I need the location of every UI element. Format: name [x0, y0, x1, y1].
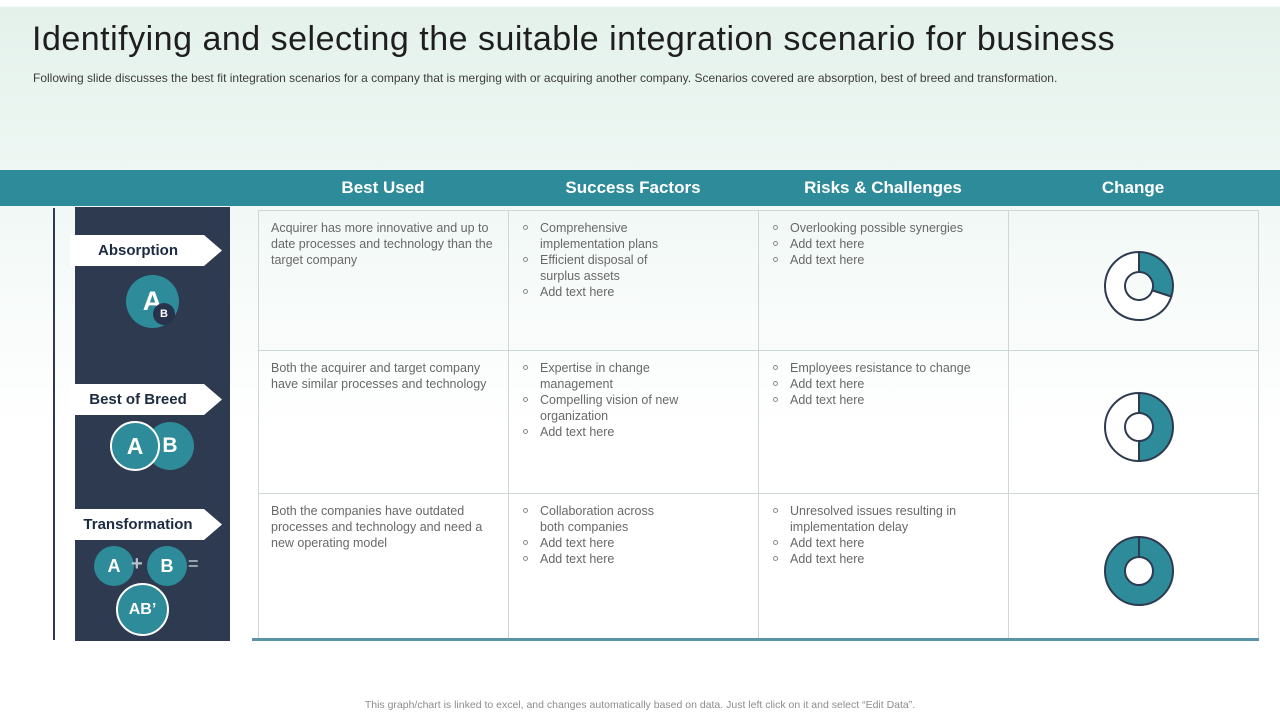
scenario-label-text: Absorption — [98, 242, 178, 259]
cell-success-factors-best-of-breed: Expertise in change management Compellin… — [509, 351, 759, 494]
bullet-item: Add text here — [771, 535, 996, 551]
bullet-item: Add text here — [771, 392, 996, 408]
bullet-item: Overlooking possible synergies — [771, 220, 996, 236]
transformation-circle-b: B — [147, 546, 187, 586]
bullet-circle-icon — [523, 556, 528, 561]
scenario-label-text: Best of Breed — [89, 391, 187, 408]
bullet-circle-icon — [773, 540, 778, 545]
bullet-circle-icon — [523, 397, 528, 402]
left-accent-line — [53, 208, 55, 640]
cell-risks-challenges-best-of-breed: Employees resistance to change Add text … — [759, 351, 1009, 494]
scenario-label-best-of-breed: Best of Breed — [70, 384, 222, 415]
change-donut-chart-transformation[interactable] — [1009, 494, 1259, 639]
bullet-item: Efficient disposal of surplus assets — [521, 252, 746, 284]
bullet-item: Unresolved issues resulting in implement… — [771, 503, 996, 535]
bullet-circle-icon — [773, 257, 778, 262]
bullet-circle-icon — [773, 556, 778, 561]
transformation-circle-ab: AB’ — [116, 583, 169, 636]
bullet-circle-icon — [773, 365, 778, 370]
plus-operator: + — [131, 553, 143, 575]
bullet-circle-icon — [773, 225, 778, 230]
bullet-item: Comprehensive implementation plans — [521, 220, 746, 252]
bullet-item: Add text here — [771, 376, 996, 392]
change-donut-chart-best-of-breed[interactable] — [1009, 351, 1259, 494]
cell-best-used-absorption: Acquirer has more innovative and up to d… — [259, 211, 509, 351]
cell-success-factors-transformation: Collaboration across both companies Add … — [509, 494, 759, 639]
scenario-label-transformation: Transformation — [70, 509, 222, 540]
bullet-item: Compelling vision of new organization — [521, 392, 746, 424]
bullet-circle-icon — [523, 508, 528, 513]
bullet-item: Employees resistance to change — [771, 360, 996, 376]
bullet-circle-icon — [523, 289, 528, 294]
bullet-item: Collaboration across both companies — [521, 503, 746, 535]
footer-note: This graph/chart is linked to excel, and… — [364, 699, 916, 711]
cell-risks-challenges-absorption: Overlooking possible synergies Add text … — [759, 211, 1009, 351]
change-donut-chart-absorption[interactable] — [1009, 211, 1259, 351]
column-header-best-used: Best Used — [341, 178, 425, 197]
bullet-item: Expertise in change management — [521, 360, 746, 392]
bullet-item: Add text here — [521, 551, 746, 567]
bullet-circle-icon — [773, 508, 778, 513]
bullet-circle-icon — [773, 241, 778, 246]
cell-best-used-transformation: Both the companies have outdated process… — [259, 494, 509, 639]
bullet-circle-icon — [773, 381, 778, 386]
column-header-success-factors: Success Factors — [565, 178, 701, 197]
bullet-item: Add text here — [771, 551, 996, 567]
column-header-risks-challenges: Risks & Challenges — [804, 178, 962, 197]
scenario-label-absorption: Absorption — [70, 235, 222, 266]
transformation-circle-a: A — [94, 546, 134, 586]
bullet-circle-icon — [523, 225, 528, 230]
equals-operator: = — [188, 554, 199, 574]
absorption-circle-b: B — [153, 303, 175, 325]
bullet-item: Add text here — [521, 284, 746, 300]
bullet-item: Add text here — [771, 252, 996, 268]
cell-risks-challenges-transformation: Unresolved issues resulting in implement… — [759, 494, 1009, 639]
slide-subtitle: Following slide discusses the best fit i… — [33, 71, 1058, 85]
cell-success-factors-absorption: Comprehensive implementation plans Effic… — [509, 211, 759, 351]
table-header-band: Best Used Success Factors Risks & Challe… — [0, 170, 1280, 206]
column-header-change: Change — [1101, 178, 1165, 197]
scenario-table: Acquirer has more innovative and up to d… — [258, 210, 1259, 639]
bullet-item: Add text here — [521, 424, 746, 440]
best-of-breed-circle-a: A — [110, 421, 160, 471]
bullet-circle-icon — [773, 397, 778, 402]
scenario-label-text: Transformation — [83, 516, 193, 533]
bullet-item: Add text here — [771, 236, 996, 252]
bullet-circle-icon — [523, 365, 528, 370]
bullet-circle-icon — [523, 257, 528, 262]
slide-title: Identifying and selecting the suitable i… — [32, 20, 1116, 58]
cell-best-used-best-of-breed: Both the acquirer and target company hav… — [259, 351, 509, 494]
bullet-circle-icon — [523, 429, 528, 434]
table-bottom-accent-line — [252, 638, 1259, 641]
bullet-circle-icon — [523, 540, 528, 545]
bullet-item: Add text here — [521, 535, 746, 551]
